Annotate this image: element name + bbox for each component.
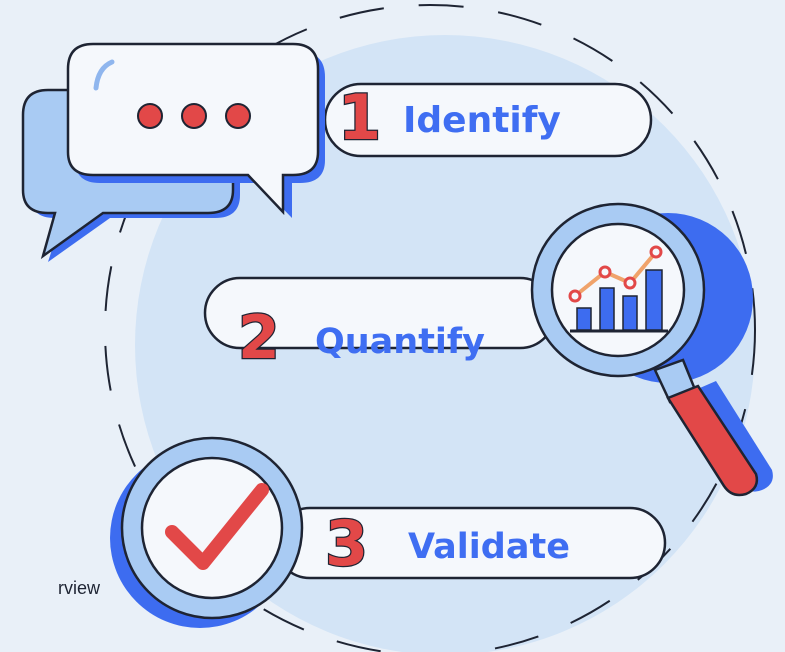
step-3-number: 3 [325,507,368,580]
step-2-number: 2 [238,303,280,373]
step-1: 1 Identify [21,42,653,262]
step-3-label: Validate [408,527,570,567]
step-2-label: Quantify [315,322,485,362]
caption-text: rview [57,578,100,598]
dashed-orbit [104,4,756,652]
speech-bubble-icon [21,42,325,262]
step-2: 2 Quantify [203,202,773,497]
step-1-label: Identify [403,100,561,141]
step-3: 3 Validate [110,436,667,628]
magnifier-chart-icon [530,202,773,497]
step-1-number: 1 [338,81,381,154]
check-magnifier-icon [110,436,304,628]
